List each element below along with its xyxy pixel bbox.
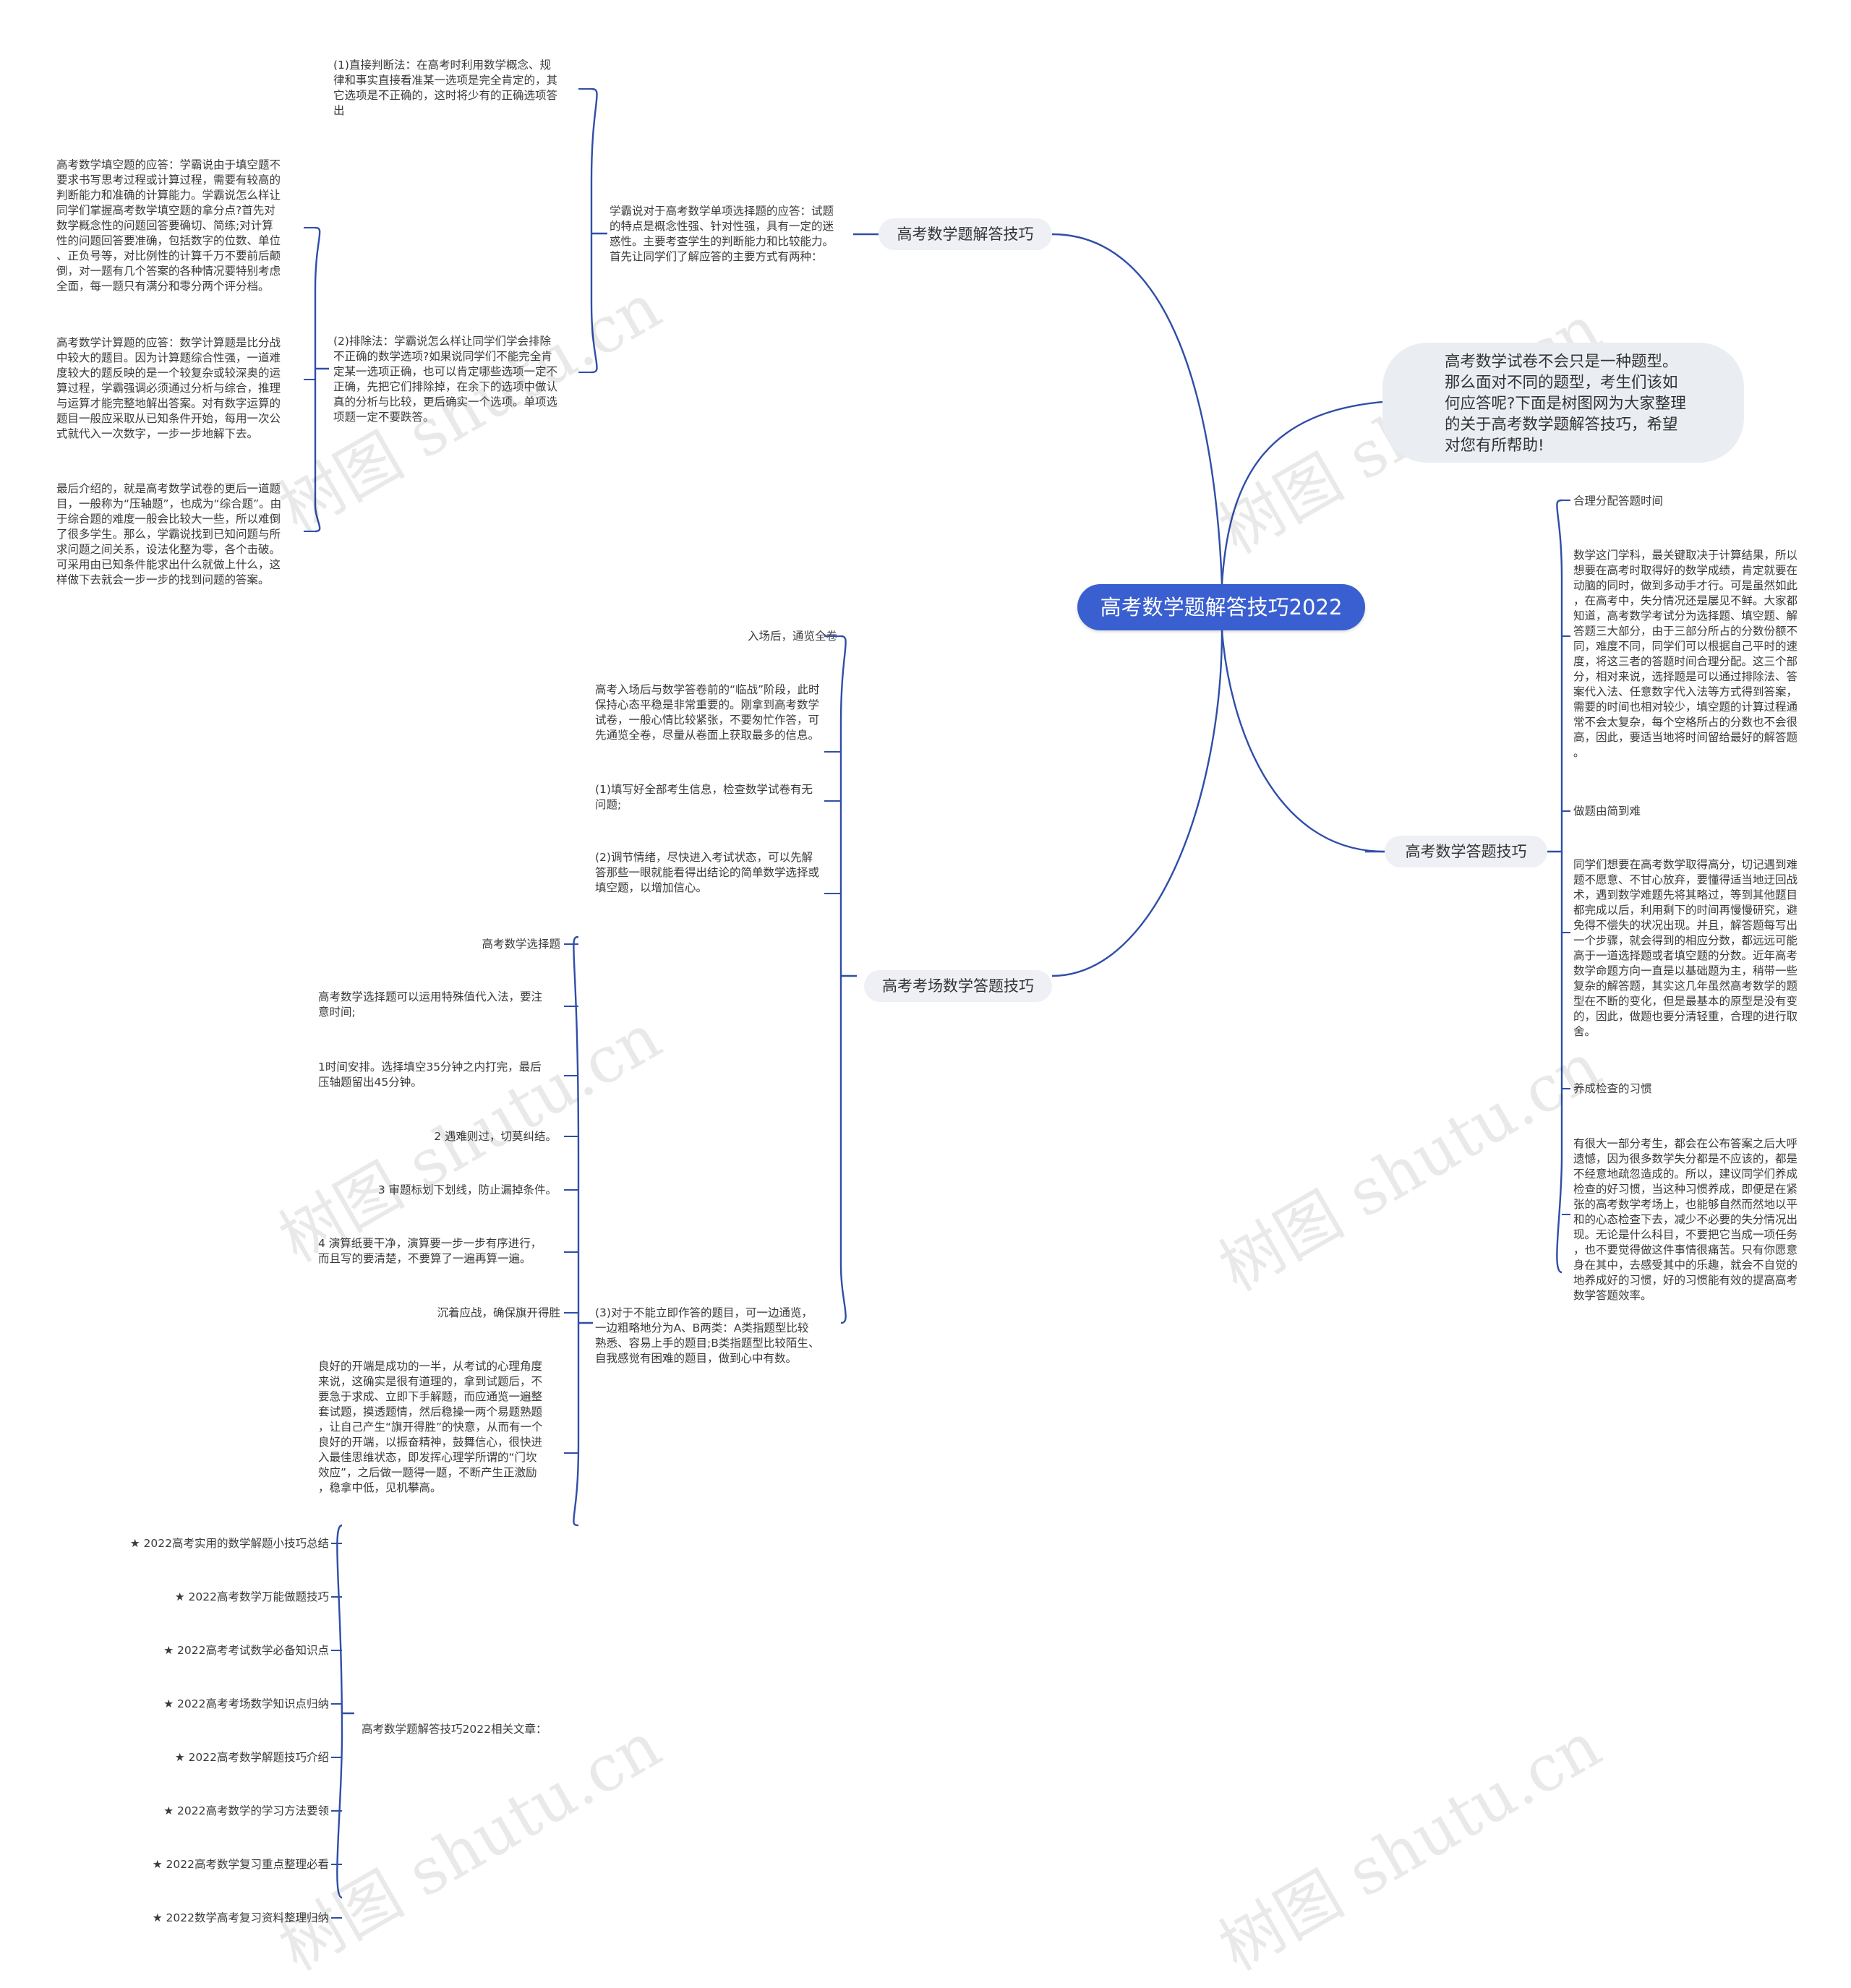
easy-to-hard-desc[interactable]: 同学们想要在高考数学取得高分，切记遇到难 题不愿意、不甘心放弃，要懂得适当地迂回… [1573, 858, 1798, 1038]
related-article-7[interactable]: ★ 2022高考数学复习重点整理必看 [152, 1858, 329, 1871]
related-article-4[interactable]: ★ 2022高考考场数学知识点归纳 [163, 1697, 329, 1710]
related-article-5[interactable]: ★ 2022高考数学解题技巧介绍 [174, 1751, 329, 1764]
check-habit-title[interactable]: 养成检查的习惯 [1573, 1082, 1652, 1095]
choice-tip-2[interactable]: 1时间安排。选择填空35分钟之内打完，最后 压轴题留出45分钟。 [318, 1061, 542, 1089]
fill-blank-answer[interactable]: 高考数学填空题的应答：学霸说由于填空题不 要求书写思考过程或计算过程，需要有较高… [56, 158, 281, 293]
choice-answer-summary[interactable]: 学霸说对于高考数学单项选择题的应答：试题 的特点是概念性强、针对性强，具有一定的… [610, 205, 834, 263]
related-article-3[interactable]: ★ 2022高考考试数学必备知识点 [163, 1644, 329, 1657]
intro-node[interactable]: 高考数学试卷不会只是一种题型。 那么面对不同的题型，考生们该如 何应答呢?下面是… [1382, 343, 1744, 463]
choice-tip-1[interactable]: 高考数学选择题可以运用特殊值代入法，要注 意时间; [318, 990, 543, 1019]
related-article-8[interactable]: ★ 2022数学高考复习资料整理归纳 [152, 1911, 329, 1924]
root-node[interactable]: 高考数学题解答技巧2022 [1077, 584, 1365, 630]
related-article-1[interactable]: ★ 2022高考实用的数学解题小技巧总结 [129, 1537, 329, 1550]
calm-start-title[interactable]: 沉着应战，确保旗开得胜 [437, 1306, 560, 1319]
choice-tip-4[interactable]: 3 审题标划下划线，防止漏掉条件。 [377, 1183, 557, 1196]
step-classify-questions[interactable]: (3)对于不能立即作答的题目，可一边通览， 一边粗略地分为A、B两类：A类指题型… [595, 1306, 820, 1365]
branch-exam-room-tips[interactable]: 高考考场数学答题技巧 [864, 970, 1052, 1002]
related-articles-title[interactable]: 高考数学题解答技巧2022相关文章： [362, 1723, 547, 1736]
time-allocation-desc[interactable]: 数学这门学科，最关键取决于计算结果，所以 想要在高考时取得好的数学成绩，肯定就要… [1573, 549, 1798, 759]
step-adjust-mood[interactable]: (2)调节情绪，尽快进入考试状态，可以先解 答那些一眼就能看得出结论的简单数学选… [595, 851, 820, 894]
related-article-6[interactable]: ★ 2022高考数学的学习方法要领 [163, 1804, 329, 1817]
easy-to-hard-title[interactable]: 做题由简到难 [1573, 805, 1641, 818]
direct-judgement-method[interactable]: (1)直接判断法：在高考时利用数学概念、规 律和事实直接看准某一选项是完全肯定的… [333, 59, 558, 117]
check-habit-desc[interactable]: 有很大一部分考生，都会在公布答案之后大呼 遗憾，因为很多数学失分都是不应该的，都… [1573, 1137, 1798, 1302]
step-fill-info[interactable]: (1)填写好全部考生信息，检查数学试卷有无 问题; [595, 783, 813, 811]
branch-solving-tips[interactable]: 高考数学题解答技巧 [879, 218, 1052, 250]
branch-answer-tips[interactable]: 高考数学答题技巧 [1385, 836, 1547, 867]
choice-tip-3[interactable]: 2 遇难则过，切莫纠结。 [434, 1130, 557, 1143]
related-article-2[interactable]: ★ 2022高考数学万能做题技巧 [174, 1590, 329, 1603]
enter-overview-desc[interactable]: 高考入场后与数学答卷前的“临战”阶段，此时 保持心态平稳是非常重要的。刚拿到高考… [595, 683, 820, 742]
final-question-answer[interactable]: 最后介绍的，就是高考数学试卷的更后一道题 目，一般称为“压轴题”，也成为“综合题… [56, 482, 282, 586]
calculation-answer[interactable]: 高考数学计算题的应答：数学计算题是比分战 中较大的题目。因为计算题综合性强，一道… [56, 336, 281, 440]
calm-start-desc[interactable]: 良好的开端是成功的一半，从考试的心理角度 来说，这确实是很有道理的，拿到试题后，… [318, 1360, 543, 1494]
time-allocation-title[interactable]: 合理分配答题时间 [1573, 494, 1664, 507]
choice-tip-5[interactable]: 4 演算纸要干净，演算要一步一步有序进行， 而且写的要清楚，不要算了一遍再算一遍… [318, 1237, 542, 1265]
exclusion-method[interactable]: (2)排除法：学霸说怎么样让同学们学会排除 不正确的数学选项?如果说同学们不能完… [333, 335, 558, 424]
multiple-choice-title[interactable]: 高考数学选择题 [482, 938, 560, 951]
enter-overview-title[interactable]: 入场后，通览全卷 [747, 630, 837, 643]
